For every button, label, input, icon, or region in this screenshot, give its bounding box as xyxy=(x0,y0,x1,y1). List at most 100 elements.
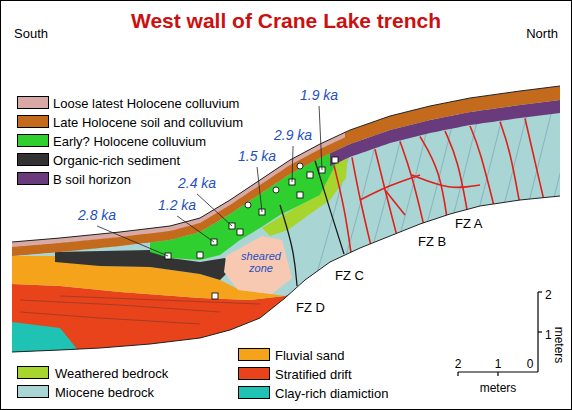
leader-line xyxy=(292,146,293,182)
scale-line xyxy=(497,372,498,376)
leader-line xyxy=(257,167,262,212)
fault-zone-label: FZ C xyxy=(335,268,364,283)
fault-trace xyxy=(375,149,398,240)
legend-text: B soil horizon xyxy=(53,172,131,187)
leader-line xyxy=(177,216,214,242)
scale-number: 0 xyxy=(527,357,534,371)
legend-text-box: Stratified drift xyxy=(275,365,352,383)
scale-line xyxy=(538,291,542,292)
fault-zone-label: FZ A xyxy=(455,216,482,231)
fault-zone-line xyxy=(280,205,297,286)
age-label: 2.8 ka xyxy=(78,207,116,223)
legend-text: Late Holocene soil and colluvium xyxy=(53,115,243,130)
legend-swatch xyxy=(238,367,270,380)
title-box: West wall of Crane Lake trench xyxy=(131,9,441,33)
label-box: FZ A xyxy=(455,214,482,232)
label-box: 1.2 ka xyxy=(158,196,196,214)
loose-colluvium xyxy=(12,132,345,247)
label-box: 1 xyxy=(545,325,552,343)
fault-trace xyxy=(412,175,480,187)
fault-trace xyxy=(334,165,352,260)
fault-trace xyxy=(352,157,372,250)
fault-zone-label: FZ D xyxy=(296,300,325,315)
sample-square xyxy=(297,192,303,198)
scale-line xyxy=(538,331,542,332)
direction-label: North xyxy=(526,26,558,41)
legend-text-box: Late Holocene soil and colluvium xyxy=(53,113,243,131)
late-holocene-soil xyxy=(12,86,560,256)
legend-text: Weathered bedrock xyxy=(55,366,168,381)
label-box: South xyxy=(14,24,48,42)
label-box: 2 xyxy=(545,285,552,303)
trench-units xyxy=(12,86,572,390)
scale-line xyxy=(457,372,458,376)
sample-square xyxy=(307,172,313,178)
fault-trace xyxy=(445,131,468,215)
legend-swatch xyxy=(238,386,270,399)
age-label: 2.4 ka xyxy=(178,175,216,191)
scale-bar xyxy=(458,292,542,376)
label-box: 0 xyxy=(527,354,534,372)
sheared-zone xyxy=(224,236,292,294)
legend-text: Fluvial sand xyxy=(275,348,344,363)
legend-text-box: Organic-rich sediment xyxy=(53,151,180,169)
fault-zone-line xyxy=(315,161,344,254)
label-box: FZ C xyxy=(335,266,364,284)
legend-text-box: B soil horizon xyxy=(53,170,131,188)
fault-trace xyxy=(470,126,495,210)
stratified-drift xyxy=(12,284,300,390)
legend-text-box: Early? Holocene colluvium xyxy=(53,132,206,150)
fault-trace xyxy=(500,122,520,205)
fault-trace xyxy=(420,137,448,226)
label-box: 1.5 ka xyxy=(238,147,276,165)
ground-surface xyxy=(12,86,560,242)
legend-text-box: Loose latest Holocene colluvium xyxy=(53,94,239,112)
sample-circle xyxy=(245,202,251,208)
legend-swatch xyxy=(17,385,49,398)
legend-text-box: Fluvial sand xyxy=(275,346,344,364)
label-box: sheared zone xyxy=(238,250,284,274)
legend-text: Loose latest Holocene colluvium xyxy=(53,96,239,111)
label-box: 1.9 ka xyxy=(300,86,338,104)
legend-text: Stratified drift xyxy=(275,367,352,382)
drift-bedding xyxy=(60,296,260,304)
drift-bedding xyxy=(20,312,200,324)
label-box: meters xyxy=(551,327,569,364)
sample-square xyxy=(332,157,338,163)
zone-label: sheared zone xyxy=(238,250,284,274)
legend-text: Organic-rich sediment xyxy=(53,153,180,168)
fault-trace xyxy=(385,190,405,215)
sample-square xyxy=(212,293,218,299)
age-label: 1.2 ka xyxy=(158,197,196,213)
legend-swatch xyxy=(17,172,49,185)
bedding-line xyxy=(540,90,572,330)
fault-zone-label: FZ B xyxy=(418,234,446,249)
fault-trace xyxy=(400,142,425,231)
label-box: 2 xyxy=(455,354,462,372)
drift-bedding xyxy=(20,300,220,312)
sample-square xyxy=(197,252,203,258)
scale-number: 2 xyxy=(455,357,462,371)
legend-swatch xyxy=(17,96,49,109)
title: West wall of Crane Lake trench xyxy=(131,9,441,32)
direction-label: South xyxy=(14,26,48,41)
legend-text: Miocene bedrock xyxy=(55,385,154,400)
label-box: 2.8 ka xyxy=(78,206,116,224)
legend-swatch xyxy=(17,134,49,147)
label-box: North xyxy=(526,24,558,42)
legend-text-box: Clay-rich diamiction xyxy=(275,384,388,402)
leader-line xyxy=(97,226,168,256)
label-box: 2.4 ka xyxy=(178,174,216,192)
age-label: 2.9 ka xyxy=(274,127,312,143)
legend-text-box: Miocene bedrock xyxy=(55,383,154,401)
scale-unit: meters xyxy=(480,381,517,395)
label-box: FZ B xyxy=(418,232,446,250)
label-box: meters xyxy=(480,378,517,396)
legend-swatch xyxy=(238,348,270,361)
legend-swatch xyxy=(17,153,49,166)
leader-line xyxy=(319,106,322,170)
bedding-line xyxy=(564,90,572,330)
age-label: 1.9 ka xyxy=(300,87,338,103)
sample-circle xyxy=(273,187,279,193)
